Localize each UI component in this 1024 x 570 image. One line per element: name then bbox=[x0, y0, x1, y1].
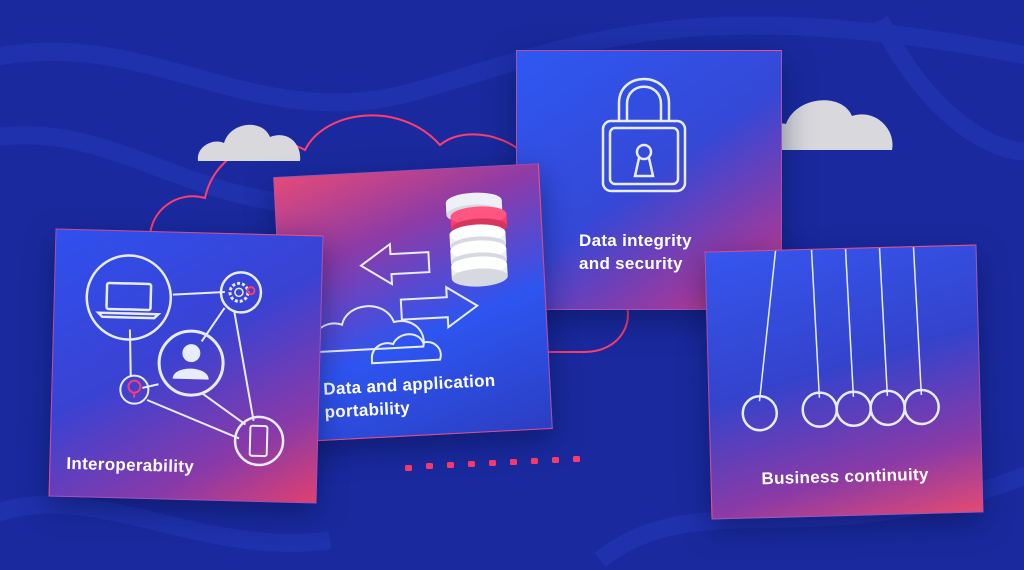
card-interoperability: Interoperability bbox=[48, 228, 324, 504]
laptop-icon bbox=[85, 254, 173, 341]
connector-line bbox=[172, 290, 226, 296]
cradle-string bbox=[810, 249, 821, 398]
card-business-continuity: Business continuity bbox=[704, 244, 984, 520]
portability-illustration bbox=[311, 192, 508, 365]
background-waves bbox=[0, 15, 1024, 568]
connector-line bbox=[142, 383, 159, 389]
newtons-cradle-icon bbox=[741, 247, 940, 432]
security-label-line1: Data integrity bbox=[579, 231, 692, 250]
cradle-string bbox=[878, 247, 889, 396]
user-icon bbox=[157, 329, 225, 397]
connector-line bbox=[128, 329, 132, 376]
connector-line bbox=[201, 392, 247, 426]
cradle-string bbox=[912, 247, 923, 396]
gear-icon bbox=[219, 271, 263, 314]
connector-line bbox=[233, 312, 255, 421]
padlock-icon bbox=[601, 77, 687, 193]
cradle-ball bbox=[741, 394, 779, 432]
dotted-line bbox=[405, 456, 580, 471]
cloud-right bbox=[756, 100, 893, 150]
security-label-line2: and security bbox=[579, 254, 683, 273]
cloud-left bbox=[197, 124, 301, 161]
database-icon bbox=[445, 192, 508, 287]
connector-line bbox=[200, 307, 226, 342]
cradle-ball bbox=[903, 388, 940, 426]
cradle-string bbox=[758, 250, 777, 402]
interoperability-label: Interoperability bbox=[66, 453, 195, 477]
business-continuity-label: Business continuity bbox=[761, 464, 929, 489]
cradle-string bbox=[844, 248, 855, 397]
cloud-icon bbox=[311, 305, 425, 354]
connector-line bbox=[146, 399, 240, 440]
card-data-application-portability: Data and application portability bbox=[273, 163, 553, 443]
arrow-right-icon bbox=[399, 285, 480, 330]
lightbulb-icon bbox=[119, 374, 150, 405]
smartphone-icon bbox=[233, 415, 285, 467]
arrow-left-icon bbox=[359, 242, 431, 286]
interoperability-illustration bbox=[85, 254, 285, 467]
cloud-small-icon bbox=[370, 333, 442, 365]
